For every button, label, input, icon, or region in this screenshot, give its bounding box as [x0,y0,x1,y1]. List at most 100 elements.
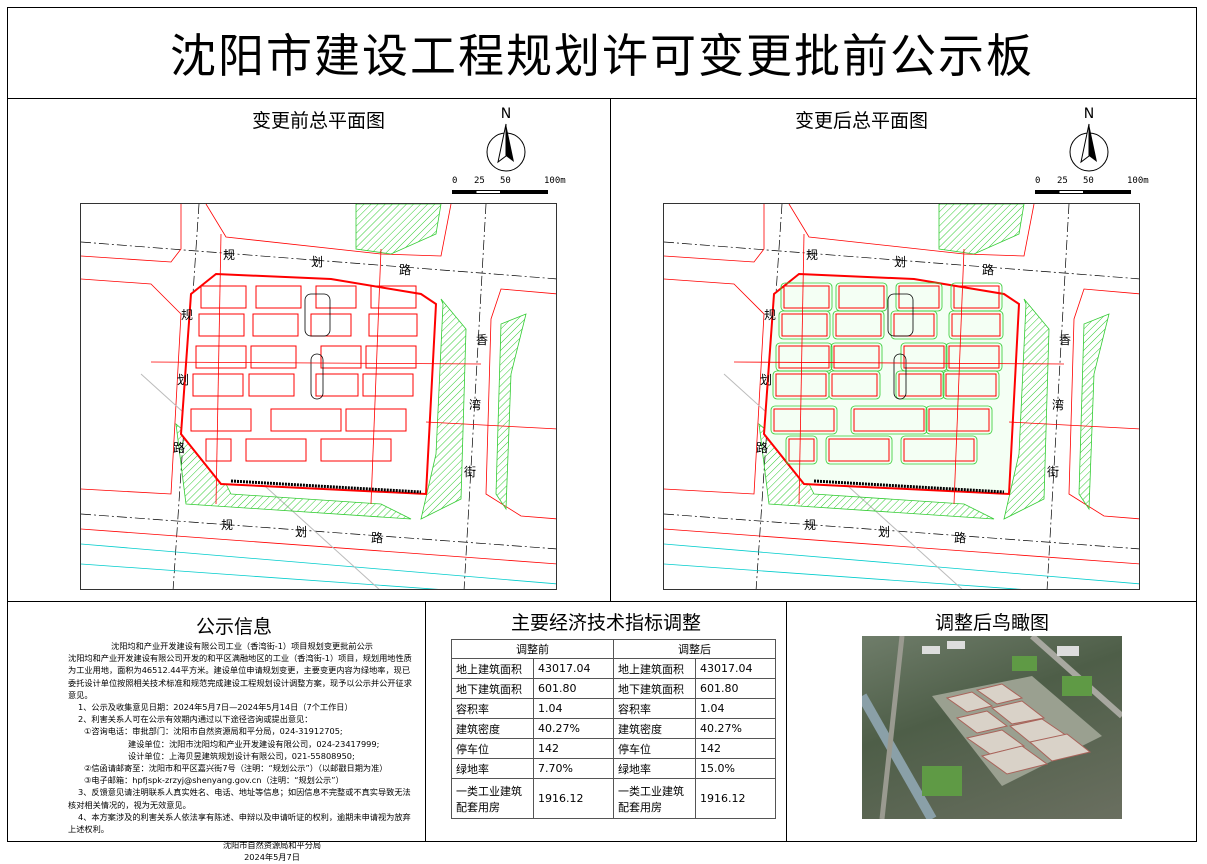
info-item-4: 4、本方案涉及的利害关系人依法享有陈述、申辩以及申请听证的权利，逾期未申请视为放… [68,811,411,835]
row-value: 601.80 [695,678,776,699]
row-label: 停车位 [451,738,534,759]
road-label: 路 [954,530,966,545]
row-label: 一类工业建筑配套用房 [451,778,534,819]
info-contact-email[interactable]: ③电子邮箱：hpfjspk-zrzyj@shenyang.gov.cn（注明：“… [84,775,344,786]
road-label: 规 [221,517,233,532]
scale-label: 100m [1127,176,1149,186]
row-label: 建筑密度 [613,718,696,739]
road-label: 规 [804,517,816,532]
scale-bar: 0 25 50 100m [452,176,572,194]
aerial-view-image [862,636,1122,819]
scale-label: 50 [1083,176,1094,186]
scale-label: 25 [474,176,485,186]
road-label: 路 [371,530,383,545]
row-value: 1916.12 [695,778,776,819]
row-value: 40.27% [533,718,614,739]
row-value: 40.27% [695,718,776,739]
row-value: 142 [533,738,614,759]
info-contact-builder: 建设单位：沈阳市沈阳均和产业开发建设有限公司，024-23417999; [128,738,380,749]
row-value: 601.80 [533,678,614,699]
scale-label: 100m [544,176,566,186]
road-label: 湾 [1052,397,1064,412]
road-label: 街 [464,465,476,479]
row-value: 1916.12 [533,778,614,819]
road-label: 路 [173,440,185,455]
divider [425,601,426,842]
info-contact-mail: ②信函请邮寄至：沈阳市和平区嘉兴街7号（注明：“规划公示”）（以邮戳日期为准） [84,763,388,774]
scale-graphic [452,190,548,194]
info-contact-phone: ①咨询电话：审批部门：沈阳市自然资源局和平分局，024-31912705; [84,726,343,737]
road-label: 湾 [469,397,481,412]
road-label: 规 [223,247,235,262]
before-site-plan: 规划路规划路规划路香湾街 [80,203,557,590]
row-label: 绿地率 [613,758,696,779]
header-after: 调整后 [613,639,776,659]
info-intro: 沈阳均和产业开发建设有限公司开发的和平区满融地区的工业（香湾街-1）项目，规划用… [68,653,412,700]
info-signature: 沈阳市自然资源局和平分局 [222,840,322,851]
row-label: 一类工业建筑配套用房 [613,778,696,819]
row-value: 15.0% [695,758,776,779]
road-label: 路 [399,262,411,277]
scale-label: 25 [1057,176,1068,186]
scale-label: 0 [452,176,458,186]
north-label: N [501,106,511,122]
road-label: 划 [177,373,189,387]
road-label: 划 [878,525,890,539]
divider [7,601,1197,602]
indicators-title: 主要经济技术指标调整 [510,612,701,634]
header-before: 调整前 [451,639,614,659]
row-label: 容积率 [613,698,696,719]
row-label: 建筑密度 [451,718,534,739]
row-value: 43017.04 [695,658,776,679]
compass-icon: N [1068,104,1110,178]
row-value: 1.04 [695,698,776,719]
info-contact-designer: 设计单位：上海贝昱建筑规划设计有限公司，021-55808950; [128,750,355,761]
road-label: 划 [760,373,772,387]
after-plan-title: 变更后总平面图 [795,110,929,132]
divider [786,601,787,842]
row-label: 停车位 [613,738,696,759]
notice-board [7,7,1197,842]
divider [610,99,611,601]
row-value: 142 [695,738,776,759]
page-title: 沈阳市建设工程规划许可变更批前公示板 [7,7,1197,99]
row-label: 绿地率 [451,758,534,779]
aerial-title: 调整后鸟瞰图 [934,612,1049,634]
road-label: 划 [311,255,323,269]
row-label: 地下建筑面积 [613,678,696,699]
road-label: 划 [894,255,906,269]
info-title: 公示信息 [196,616,273,638]
road-label: 路 [756,440,768,455]
scale-graphic [1035,190,1131,194]
road-label: 规 [806,247,818,262]
road-label: 路 [982,262,994,277]
road-label: 香 [476,333,488,347]
row-label: 地上建筑面积 [613,658,696,679]
road-label: 街 [1047,465,1059,479]
info-text: 沈阳均和产业开发建设有限公司工业（香湾街-1）项目规划变更批前公示 沈阳均和产业… [68,640,416,864]
row-label: 容积率 [451,698,534,719]
row-value: 43017.04 [533,658,614,679]
after-site-plan: 规划路规划路规划路香湾街 [663,203,1140,590]
before-plan-title: 变更前总平面图 [252,110,386,132]
row-label: 地上建筑面积 [451,658,534,679]
row-value: 7.70% [533,758,614,779]
compass-icon: N [485,104,527,178]
road-label: 划 [295,525,307,539]
info-item-2: 2、利害关系人可在公示有效期内通过以下途径咨询或提出意见： [78,714,313,725]
road-label: 规 [764,307,776,322]
row-label: 地下建筑面积 [451,678,534,699]
info-item-3: 3、反馈意见请注明联系人真实姓名、电话、地址等信息；如因信息不完整或不真实导致无… [68,787,411,810]
scale-label: 50 [500,176,511,186]
road-label: 规 [181,307,193,322]
north-label: N [1084,106,1094,122]
info-date: 2024年5月7日 [244,852,300,863]
